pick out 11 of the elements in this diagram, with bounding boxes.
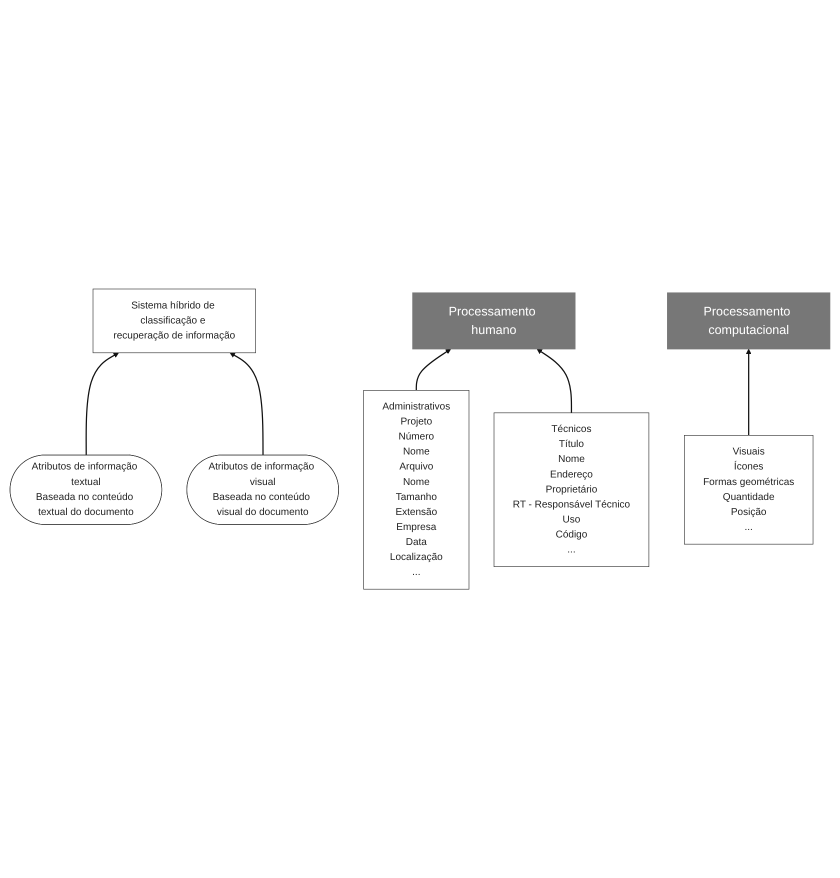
- arrow: [536, 348, 572, 413]
- arrow: [230, 352, 264, 456]
- node-box: Processamento humano: [412, 292, 576, 350]
- arrow: [416, 348, 452, 390]
- node-box: Administrativos Projeto Número Nome Arquivo Nome Tamanho Extensão Empresa Data Localização ...: [363, 390, 470, 590]
- node-box: Processamento computacional: [667, 292, 830, 350]
- node-box: Técnicos Título Nome Endereço Proprietário RT - Responsável Técnico Uso Código ...: [494, 412, 650, 567]
- node-box: Visuais Ícones Formas geométricas Quantidade Posição ...: [684, 434, 814, 544]
- arrow: [86, 352, 119, 456]
- arrow: [746, 348, 752, 436]
- node-box: Sistema híbrido de classificação e recuperação de informação: [92, 288, 256, 353]
